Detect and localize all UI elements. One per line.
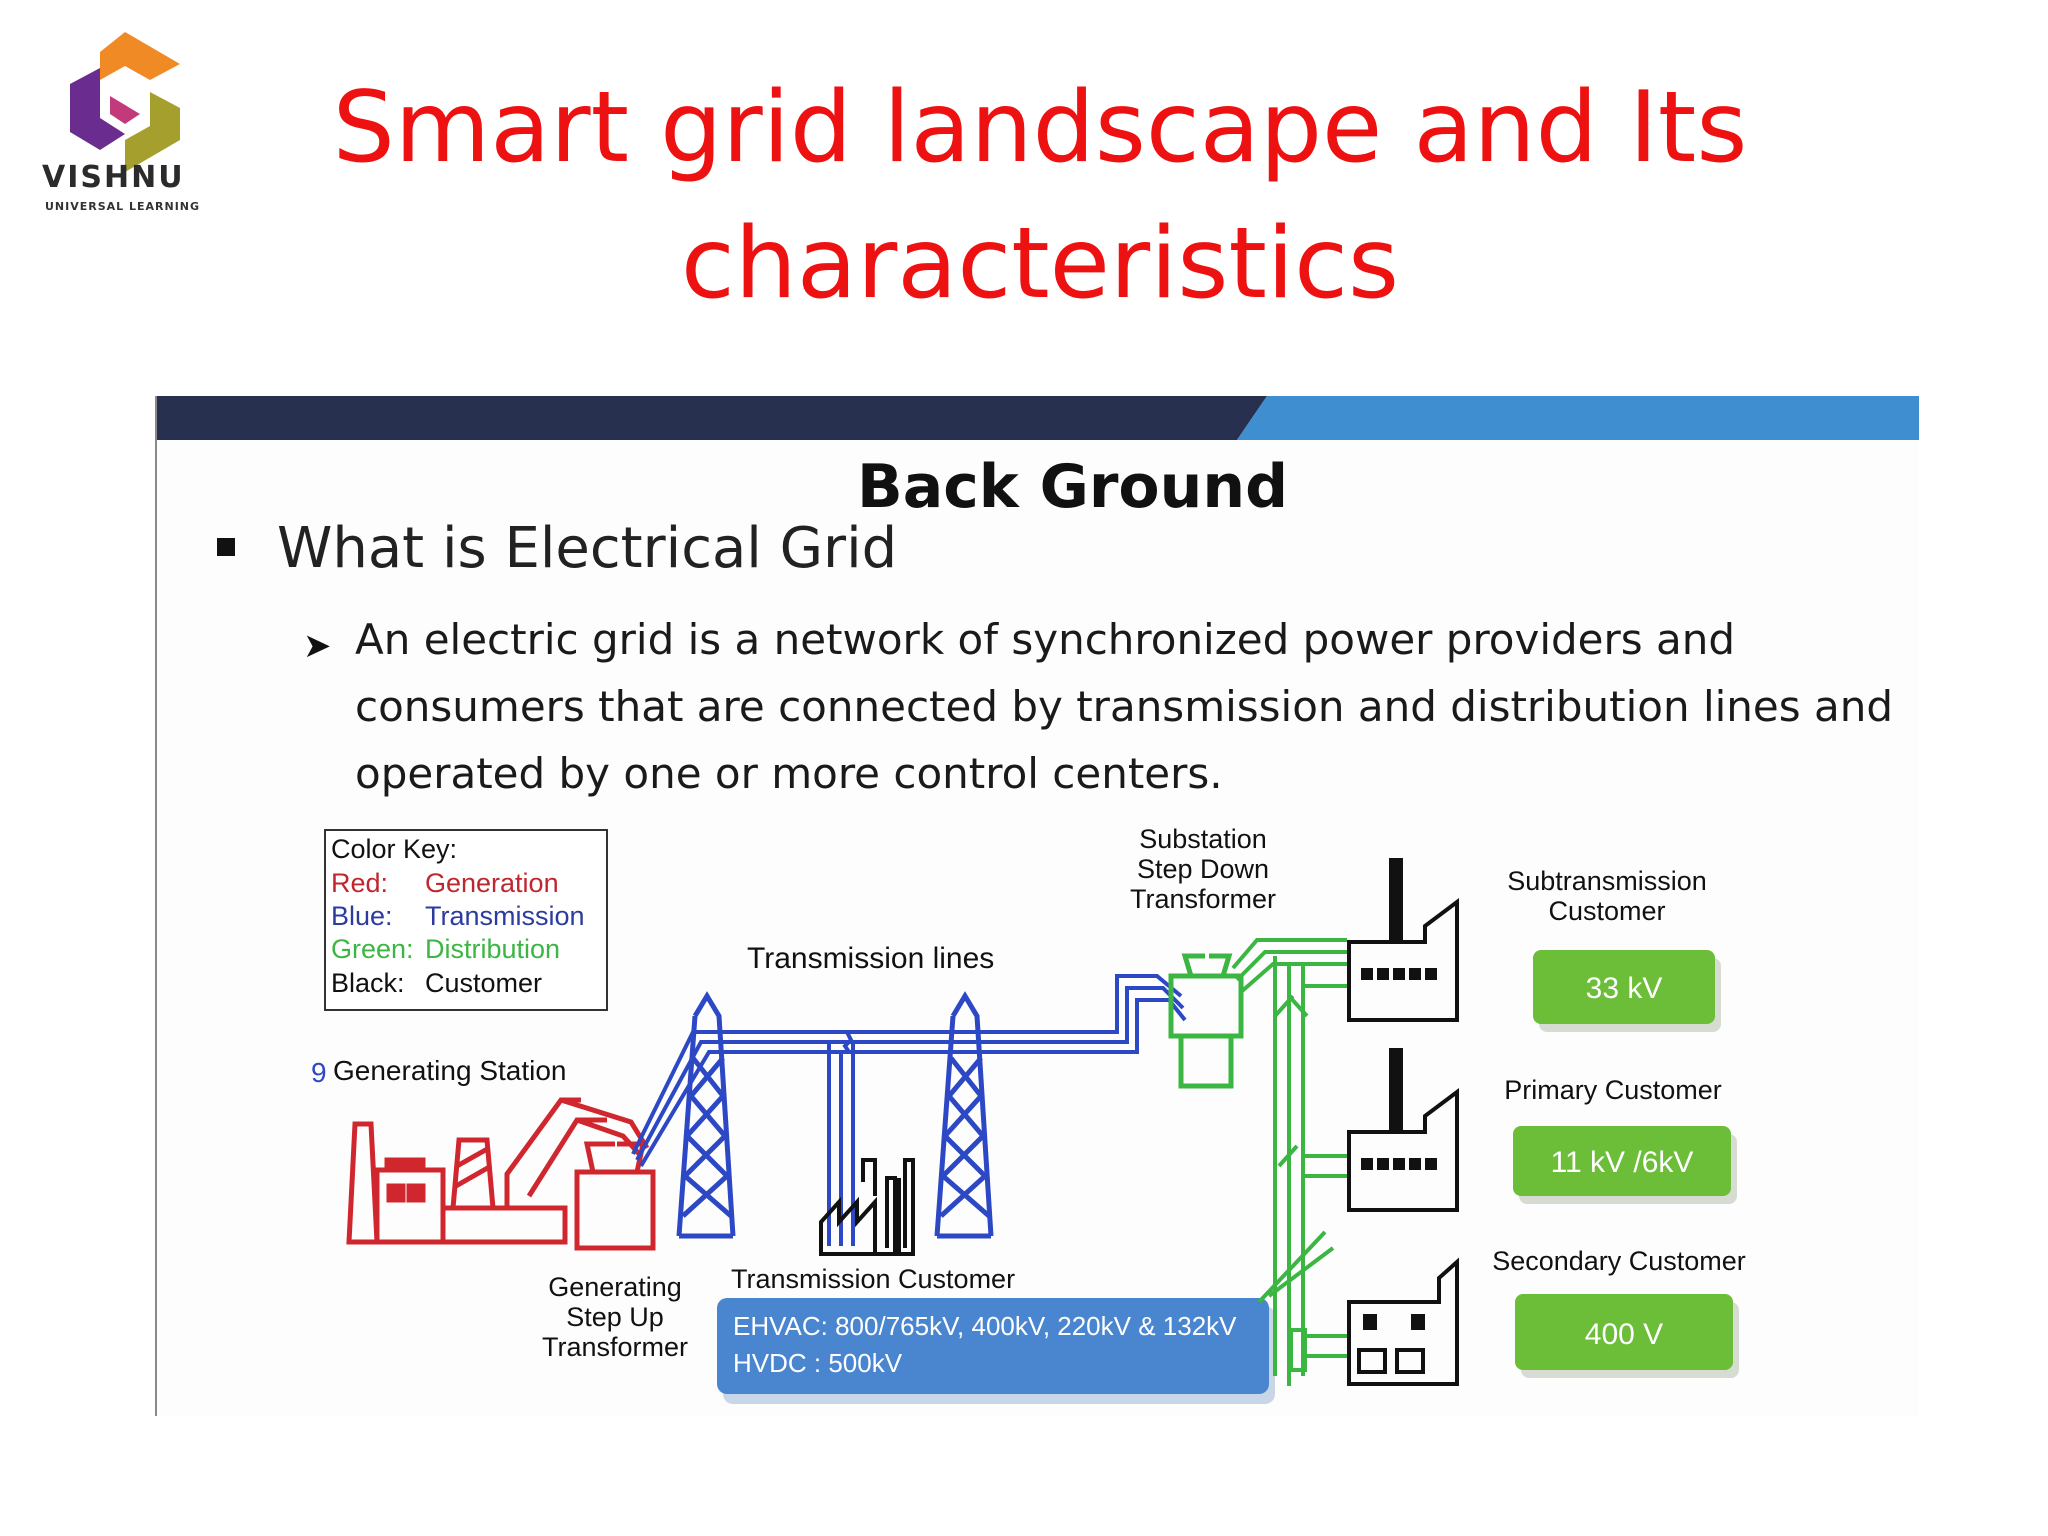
step-up-label-line1: Generating	[548, 1272, 682, 1302]
voltage-info-box: EHVAC: 800/765kV, 400kV, 220kV & 132kV H…	[717, 1298, 1275, 1404]
color-key-term-blue: Blue:	[331, 901, 393, 931]
color-key-meaning-green: Distribution	[425, 934, 560, 964]
color-key-term-black: Black:	[331, 968, 405, 998]
slide-title: Smart grid landscape and Its characteris…	[332, 71, 1748, 321]
color-key-term-red: Red:	[331, 868, 388, 898]
primary-customer-label: Primary Customer	[1504, 1075, 1722, 1105]
distribution-lines	[1231, 938, 1347, 1386]
logo-name: VISHNU	[42, 160, 185, 195]
panel-heading: Back Ground	[857, 452, 1289, 522]
color-key: Color Key: Red: Generation Blue: Transmi…	[324, 829, 608, 1011]
badge-400v-text: 400 V	[1585, 1318, 1663, 1351]
badge-11kv-text: 11 kV /6kV	[1551, 1146, 1694, 1179]
transmission-tower-2	[934, 991, 994, 1239]
arrow-bullet-icon: ➤	[303, 627, 332, 665]
transmission-customer-label: Transmission Customer	[731, 1264, 1015, 1294]
substation-label-line1: Substation	[1139, 824, 1267, 854]
logo-tagline: UNIVERSAL LEARNING	[45, 200, 201, 213]
primary-factory-icon	[1347, 1048, 1459, 1212]
definition-text: An electric grid is a network of synchro…	[355, 615, 1893, 798]
transmission-customer-factory-icon	[819, 1158, 915, 1256]
generating-station-glyph: 9	[311, 1057, 327, 1088]
secondary-customer-label: Secondary Customer	[1492, 1246, 1746, 1276]
subtransmission-label-line2: Customer	[1548, 896, 1665, 926]
logo-purple-shape	[70, 68, 125, 150]
step-up-transformer-icon	[574, 1141, 656, 1251]
badge-33kv-text: 33 kV	[1586, 972, 1663, 1005]
badge-400v: 400 V	[1515, 1294, 1739, 1378]
badge-33kv: 33 kV	[1533, 950, 1721, 1032]
voltage-info-line2: HVDC : 500kV	[733, 1348, 903, 1378]
header-banner	[157, 396, 1919, 440]
step-down-transformer-icon	[1168, 953, 1244, 1089]
secondary-house-icon	[1347, 1257, 1459, 1386]
logo-olive-shape	[125, 92, 180, 172]
color-key-meaning-red: Generation	[425, 868, 559, 898]
subtransmission-factory-icon	[1347, 858, 1459, 1022]
background-picture-panel: Back Ground What is Electrical Grid ➤ An…	[155, 396, 1919, 1416]
vishnu-logo	[70, 32, 180, 172]
transmission-lines	[631, 974, 1187, 1168]
transmission-lines-label: Transmission lines	[747, 942, 994, 975]
electrical-grid-diagram: Color Key: Red: Generation Blue: Transmi…	[311, 824, 1746, 1404]
logo-orange-shape	[100, 32, 180, 80]
step-up-label-line3: Transformer	[542, 1332, 688, 1362]
bullet-marker	[217, 538, 235, 556]
step-up-label-line2: Step Up	[566, 1302, 664, 1332]
generating-station-label: Generating Station	[333, 1055, 567, 1086]
subtransmission-label-line1: Subtransmission	[1507, 866, 1707, 896]
color-key-title: Color Key:	[331, 834, 457, 864]
transmission-customer-taps	[827, 1031, 855, 1246]
voltage-info-line1: EHVAC: 800/765kV, 400kV, 220kV & 132kV	[733, 1311, 1237, 1341]
color-key-meaning-blue: Transmission	[425, 901, 585, 931]
transmission-tower-1	[676, 991, 736, 1239]
logo-magenta-shape	[110, 96, 140, 124]
color-key-term-green: Green:	[331, 934, 414, 964]
substation-label-line2: Step Down	[1137, 854, 1269, 884]
color-key-meaning-black: Customer	[425, 968, 542, 998]
badge-11kv: 11 kV /6kV	[1513, 1126, 1737, 1204]
bullet-text: What is Electrical Grid	[277, 516, 898, 581]
substation-label-line3: Transformer	[1130, 884, 1276, 914]
